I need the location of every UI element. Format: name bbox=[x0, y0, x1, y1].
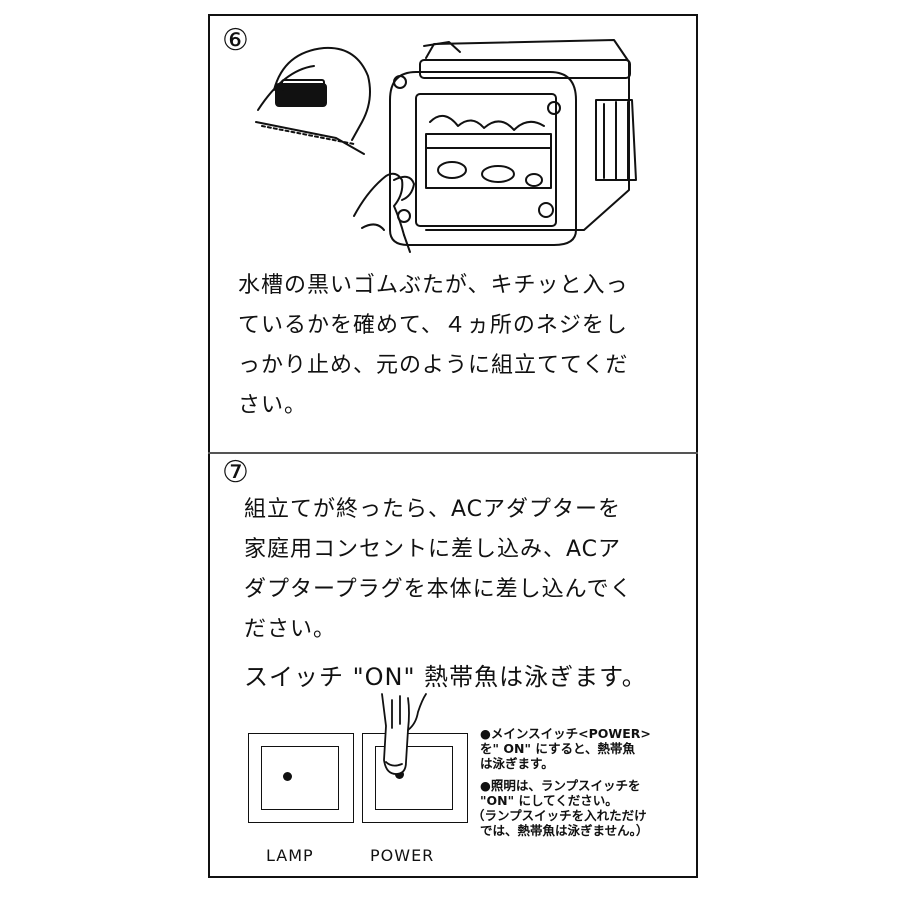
aquarium-assembly-illustration bbox=[255, 39, 637, 253]
note-line-1: ●メインスイッチ<POWER> bbox=[480, 726, 651, 741]
switch-notes: ●メインスイッチ<POWER> を" ON" にすると、熱帯魚 は泳ぎます。 ●… bbox=[472, 726, 651, 838]
step-6-line-4: さい。 bbox=[238, 393, 308, 418]
step-7-line-3: ダプタープラグを本体に差し込んでく bbox=[244, 577, 633, 602]
step-7-number: ⑦ bbox=[222, 455, 249, 490]
note-line-7: （ランプスイッチを入れただけ bbox=[472, 808, 647, 823]
step-6-line-1: 水槽の黒いゴムぶたが、キチッと入っ bbox=[238, 273, 629, 298]
instruction-frame bbox=[208, 14, 698, 878]
step-7-text: 組立てが終ったら、ACアダプターを 家庭用コンセントに差し込み、ACア ダプター… bbox=[244, 490, 633, 650]
step-7-line-1: 組立てが終ったら、ACアダプターを bbox=[244, 497, 622, 522]
note-line-8: では、熱帯魚は泳ぎません。） bbox=[480, 823, 649, 838]
section-divider bbox=[208, 452, 698, 454]
lamp-switch-dot bbox=[283, 772, 292, 781]
step-7-line-4: ださい。 bbox=[244, 617, 337, 642]
note-spacer bbox=[480, 771, 651, 778]
power-label: POWER bbox=[370, 846, 435, 865]
step-7-line-2: 家庭用コンセントに差し込み、ACア bbox=[244, 537, 622, 562]
note-line-3: は泳ぎます。 bbox=[480, 756, 554, 771]
note-line-5: ●照明は、ランプスイッチを bbox=[480, 778, 641, 793]
power-switch-face bbox=[375, 746, 453, 810]
step-6-number: ⑥ bbox=[222, 23, 249, 58]
lamp-switch-face bbox=[261, 746, 339, 810]
lamp-label: LAMP bbox=[266, 846, 314, 865]
step-6-line-3: っかり止め、元のように組立ててくだ bbox=[238, 353, 629, 378]
step-6-text: 水槽の黒いゴムぶたが、キチッと入っ ているかを確めて、４ヵ所のネジをし っかり止… bbox=[238, 266, 629, 426]
switch-on-headline: スイッチ "ON" 熱帯魚は泳ぎます。 bbox=[244, 663, 647, 691]
step-6-line-2: ているかを確めて、４ヵ所のネジをし bbox=[238, 313, 628, 338]
lamp-switch[interactable] bbox=[248, 733, 354, 823]
pointing-finger-icon bbox=[381, 693, 427, 775]
note-line-6: "ON" にしてください。 bbox=[480, 793, 618, 808]
note-line-2: を" ON" にすると、熱帯魚 bbox=[480, 741, 635, 756]
